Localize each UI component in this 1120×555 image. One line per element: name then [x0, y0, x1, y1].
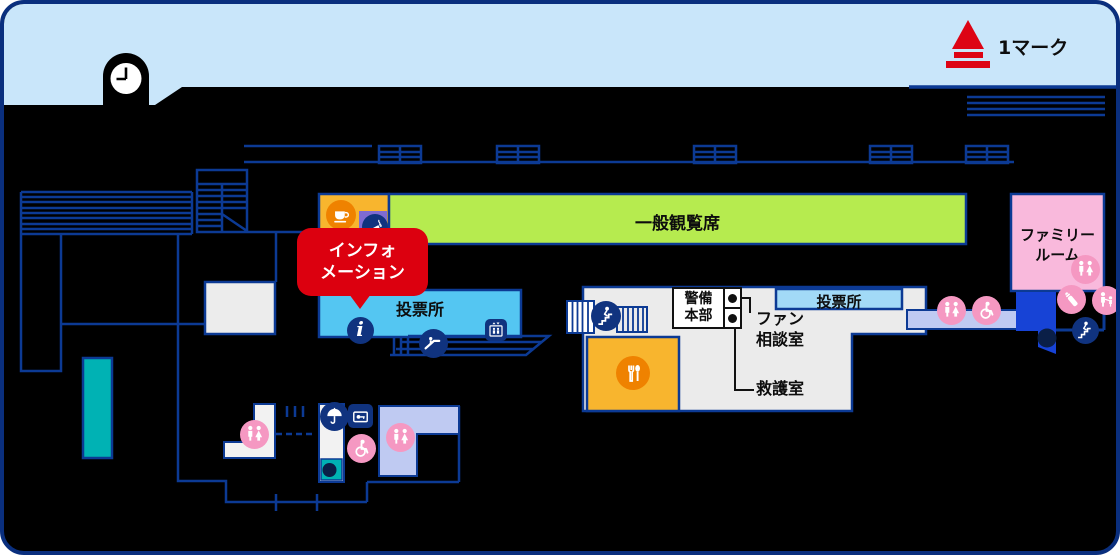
restroom-icon — [239, 419, 269, 449]
information-glyph: i — [356, 317, 364, 341]
map-linework — [4, 4, 1116, 511]
restaurant-icon — [616, 356, 650, 390]
stairs-icon — [591, 301, 621, 331]
information-callout: インフォ メーション — [297, 228, 428, 309]
security-dot-column — [723, 289, 740, 327]
booth-dot — [322, 463, 337, 477]
information-icon: i — [346, 316, 374, 344]
escalator-icon — [418, 328, 448, 358]
general-seating-label: 一般観覧席 — [635, 214, 720, 234]
information-callout-line2: メーション — [320, 263, 405, 283]
fan-consult-label-line1: ファン — [756, 309, 805, 328]
first-aid-label: 救護室 — [756, 379, 805, 398]
restroom-icon — [936, 295, 966, 325]
fan-consult-dot — [728, 293, 737, 303]
baby-bottle-icon — [1056, 284, 1086, 314]
first-aid-connector-v — [733, 321, 736, 391]
parent-child-icon — [1091, 285, 1116, 315]
security-label-line2: 本部 — [684, 308, 713, 324]
general-seating-area — [387, 192, 968, 246]
umbrella-rental-icon — [319, 401, 349, 431]
stand-lines-top — [244, 95, 1105, 165]
fan-consult-label: ファン 相談室 — [756, 308, 804, 350]
wheelchair-icon — [346, 433, 376, 463]
first-aid-dot-cell — [725, 309, 740, 327]
coin-locker-icon — [348, 404, 373, 428]
betting-left-label: 投票所 — [395, 300, 444, 319]
betting-area-right — [774, 287, 904, 311]
turn-mark-label: 1マーク — [998, 37, 1069, 59]
security-hq-label: 警備 本部 — [674, 289, 723, 327]
security-label-line1: 警備 — [684, 291, 713, 307]
first-aid-dot — [728, 313, 737, 323]
fan-consult-connector-v — [749, 296, 751, 313]
clock-icon — [103, 53, 149, 106]
coffee-icon — [326, 200, 356, 230]
teal-room — [81, 356, 114, 460]
family-room-label: ファミリー ルーム — [1011, 225, 1104, 265]
escalator-ramp-lines — [285, 334, 553, 417]
information-callout-line1: インフォ — [328, 241, 397, 261]
turn-mark-icon — [946, 20, 990, 68]
first-aid-connector-h — [733, 389, 754, 391]
room-box — [203, 280, 277, 336]
restroom-icon — [385, 422, 415, 452]
water-band — [4, 4, 1116, 105]
fan-consult-connector-h — [739, 296, 751, 299]
fan-consult-label-line2: 相談室 — [756, 330, 805, 349]
restroom-icon — [1070, 254, 1100, 284]
callout-tail — [349, 294, 371, 309]
betting-right-label: 投票所 — [816, 293, 862, 311]
stairs-icon — [1071, 316, 1099, 344]
corridor-lines-left — [19, 168, 461, 511]
elevator-icon — [485, 319, 507, 341]
family-room-label-line1: ファミリー — [1019, 226, 1095, 244]
wheelchair-icon — [971, 295, 1001, 325]
fan-consult-dot-cell — [725, 289, 740, 309]
security-hq-box: 警備 本部 — [672, 287, 742, 329]
family-room-label-line2: ルーム — [1035, 246, 1080, 264]
entrance-icon — [1016, 292, 1057, 354]
